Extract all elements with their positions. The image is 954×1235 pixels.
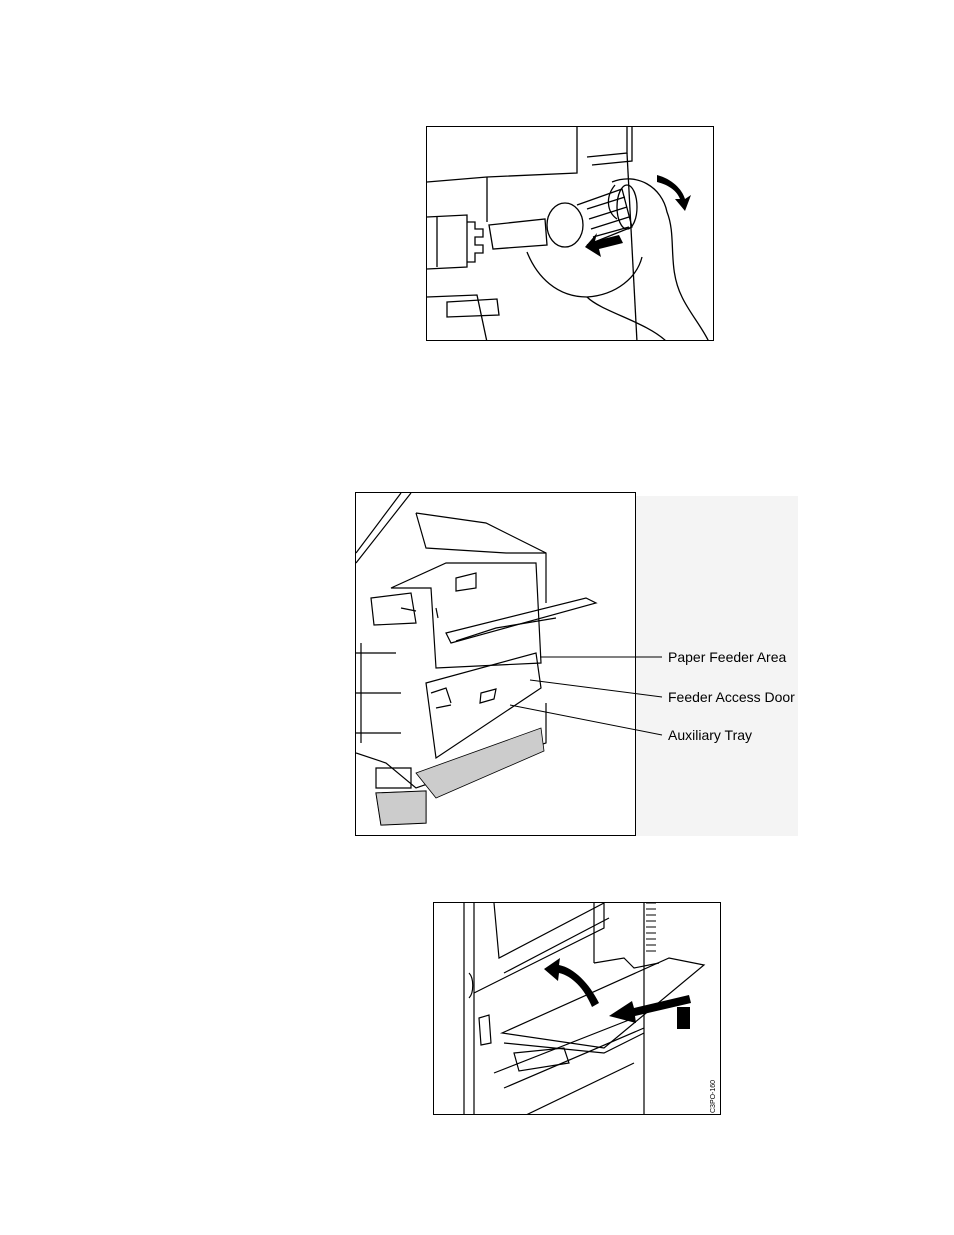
callout-feeder-access-door: Feeder Access Door bbox=[668, 689, 795, 705]
callout-paper-feeder-area: Paper Feeder Area bbox=[668, 649, 787, 665]
figure-bypass-tray: C3PO-160 bbox=[433, 902, 721, 1115]
callout-panel bbox=[636, 496, 798, 836]
figure-code: C3PO-160 bbox=[710, 1079, 717, 1113]
figure-pull-handle: c3po_176 bbox=[426, 126, 714, 341]
callout-auxiliary-tray: Auxiliary Tray bbox=[668, 727, 753, 743]
figure-printer-feeder: c3po0576 bbox=[355, 492, 636, 836]
printer-illustration bbox=[356, 493, 598, 826]
tray-illustration bbox=[463, 903, 706, 1114]
handle-illustration bbox=[427, 127, 709, 340]
